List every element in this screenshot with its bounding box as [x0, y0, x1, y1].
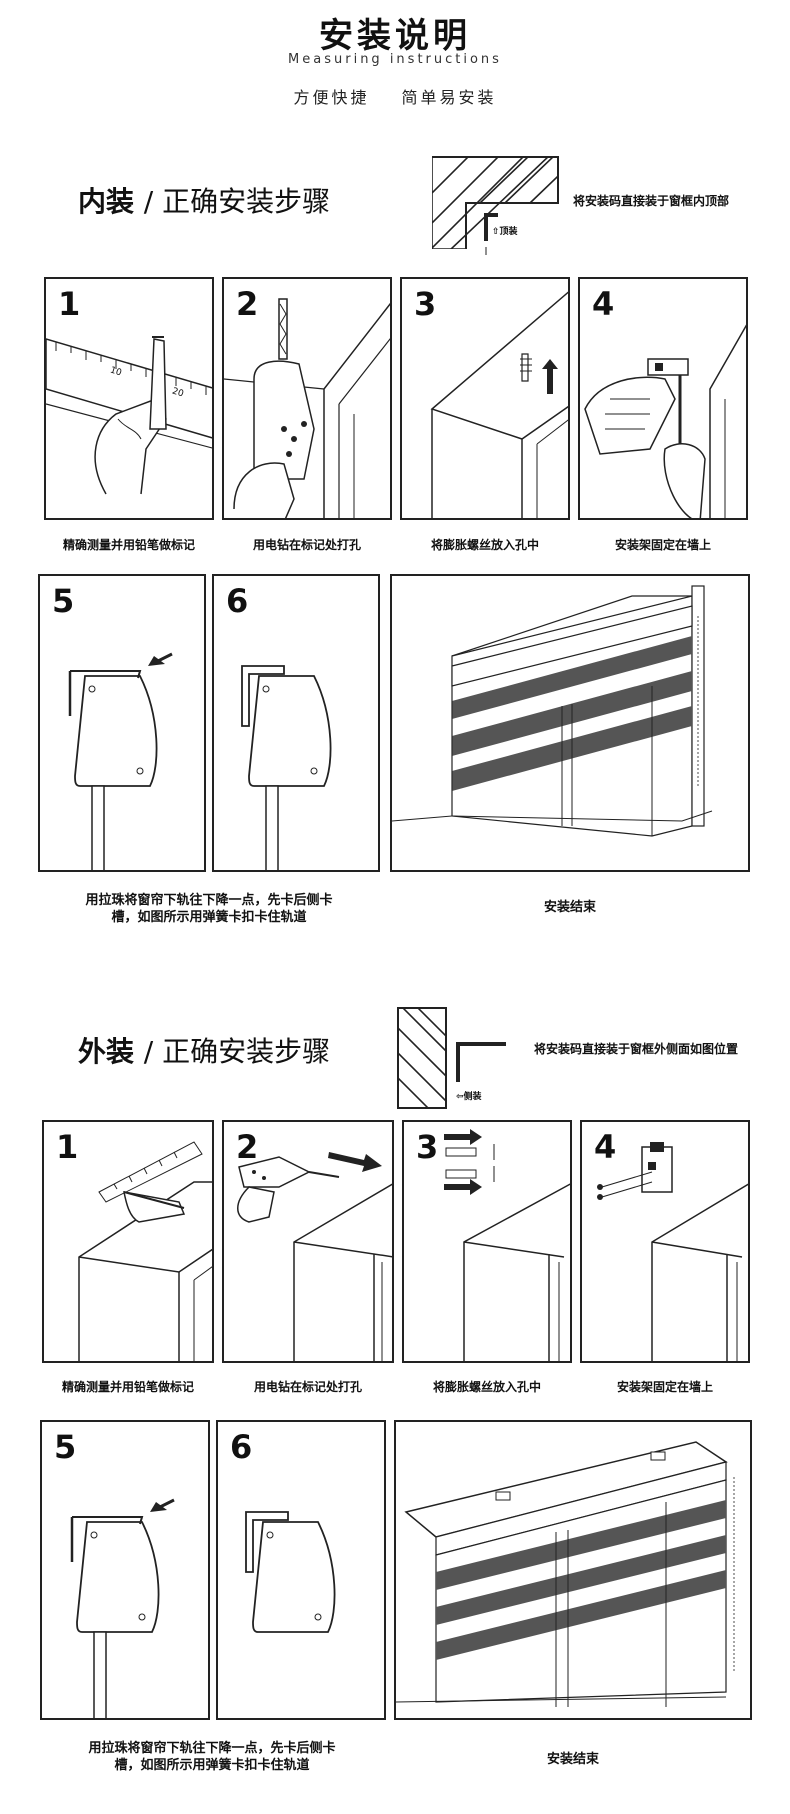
inner-mount-diagram — [432, 156, 559, 255]
step-number: 6 — [230, 1428, 253, 1466]
fix-bracket-illustration — [584, 324, 746, 518]
step-number: 2 — [236, 1128, 259, 1166]
inner-step-6-panel: 6 — [212, 574, 380, 872]
inner-step-4-caption: 安装架固定在墙上 — [614, 538, 711, 552]
outer-step-3-caption: 将膨胀螺丝放入孔中 — [432, 1380, 541, 1394]
step-number: 2 — [236, 285, 259, 323]
fix-bracket-illustration — [597, 1142, 748, 1361]
inner-mount-note: 将安装码直接装于窗框内顶部 — [573, 194, 730, 208]
drill-hole-illustration — [224, 298, 390, 518]
page-tagline: 方便快捷 简单易安装 — [293, 88, 497, 107]
inner-finish-caption: 安装结束 — [543, 900, 596, 915]
page-title: 安装说明 — [319, 16, 471, 56]
inner-step-2-panel: 2 — [222, 277, 392, 520]
step-number: 4 — [592, 285, 615, 323]
outer-mount-note: 将安装码直接装于窗框外侧面如图位置 — [534, 1042, 739, 1056]
outer-step-2-panel: 2 — [222, 1120, 394, 1363]
outer-step-1-caption: 精确测量并用铅笔做标记 — [61, 1380, 194, 1394]
outer-section-bold: 外装 — [78, 1035, 135, 1068]
installed-blind-illustration — [396, 1441, 735, 1707]
installed-blind-illustration — [392, 585, 713, 837]
inner-step-3-caption: 将膨胀螺丝放入孔中 — [430, 538, 539, 552]
step-number: 5 — [54, 1428, 77, 1466]
arrow-up-icon: ⇧ — [492, 227, 500, 237]
inner-clip-caption: 用拉珠将窗帘下轨往下降一点，先卡后侧卡 槽，如图所示用弹簧卡扣卡住轨道 — [85, 893, 333, 925]
clip-rear-illustration — [68, 652, 173, 870]
outer-finish-panel — [394, 1420, 752, 1720]
outer-section-rest: / 正确安装步骤 — [143, 1035, 331, 1068]
inner-section-rest: / 正确安装步骤 — [143, 185, 331, 218]
clip-front-illustration — [241, 665, 332, 870]
inner-step-3-panel: 3 — [400, 277, 570, 520]
insert-anchor-illustration — [430, 291, 568, 518]
step-number: 6 — [226, 582, 249, 620]
step-number: 1 — [58, 285, 81, 323]
page-subtitle: Measuring instructions — [288, 52, 502, 67]
step-number: 3 — [416, 1128, 439, 1166]
inner-mount-tag: ⇧顶装 — [492, 227, 518, 237]
outer-finish-caption: 安装结束 — [546, 1752, 599, 1767]
outer-step-3-panel: 3 — [402, 1120, 572, 1363]
inner-finish-panel — [390, 574, 750, 872]
inner-section-title: 内装 / 正确安装步骤 — [78, 180, 330, 220]
outer-clip-caption: 用拉珠将窗帘下轨往下降一点，先卡后侧卡 槽，如图所示用弹簧卡扣卡住轨道 — [88, 1741, 336, 1773]
step-number: 3 — [414, 285, 437, 323]
outer-step-4-caption: 安装架固定在墙上 — [616, 1380, 713, 1394]
step-number: 4 — [594, 1128, 617, 1166]
outer-step-1-panel: 1 — [42, 1120, 214, 1363]
drill-hole-illustration — [237, 1152, 392, 1361]
step-number: 1 — [56, 1128, 79, 1166]
outer-step-6-panel: 6 — [216, 1420, 386, 1720]
step-number: 5 — [52, 582, 75, 620]
outer-mount-diagram — [397, 1007, 506, 1109]
arrow-left-icon: ⇦ — [456, 1092, 464, 1102]
inner-step-4-panel: 4 — [578, 277, 748, 520]
clip-front-illustration — [245, 1511, 336, 1633]
measure-pencil-illustration — [46, 336, 212, 495]
outer-mount-tag: ⇦侧装 — [456, 1092, 482, 1102]
outer-step-5-panel: 5 — [40, 1420, 210, 1720]
insert-anchor-illustration — [444, 1129, 570, 1361]
measure-pencil-illustration — [78, 1141, 212, 1361]
inner-step-5-panel: 5 — [38, 574, 206, 872]
outer-step-2-caption: 用电钻在标记处打孔 — [253, 1380, 362, 1394]
clip-rear-illustration — [70, 1498, 175, 1718]
inner-step-1-caption: 精确测量并用铅笔做标记 — [62, 538, 195, 552]
outer-step-4-panel: 4 — [580, 1120, 750, 1363]
outer-section-title: 外装 / 正确安装步骤 — [78, 1030, 330, 1070]
inner-step-1-panel: 1 — [44, 277, 214, 520]
inner-section-bold: 内装 — [78, 185, 135, 218]
inner-step-2-caption: 用电钻在标记处打孔 — [252, 538, 361, 552]
